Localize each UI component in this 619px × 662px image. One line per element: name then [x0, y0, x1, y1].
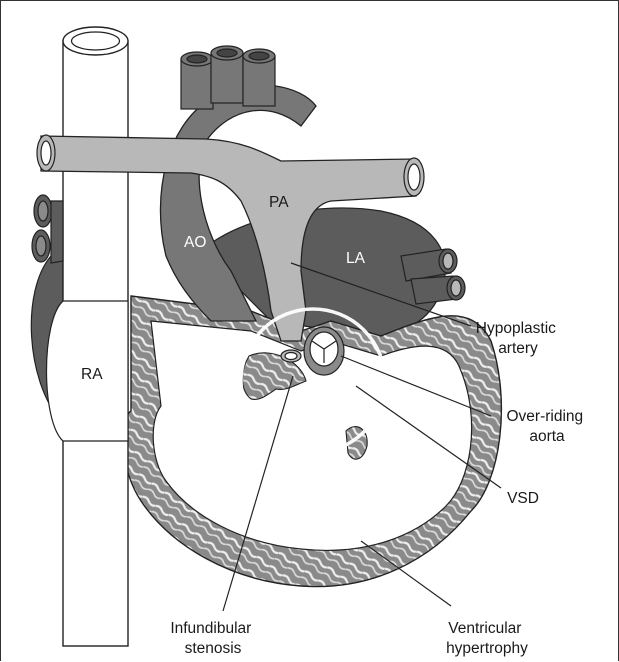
callout-hypoplastic-line2: artery	[498, 340, 538, 357]
callout-infundibular-line2: stenosis	[185, 640, 242, 657]
callout-vsd-line1: VSD	[507, 490, 539, 507]
aortic-branches	[181, 46, 275, 109]
pulmonary-valve	[281, 350, 301, 362]
callout-overriding-aorta: Over-riding aorta	[507, 408, 588, 445]
callout-overriding-line2: aorta	[529, 428, 565, 445]
callout-ventricular-hypertrophy: Ventricular hypertrophy	[446, 620, 528, 657]
label-ra: RA	[81, 366, 103, 383]
aortic-valve	[304, 327, 344, 375]
callout-infundibular-line1: Infundibular	[170, 620, 251, 637]
label-la: LA	[346, 250, 366, 267]
callout-overriding-line1: Over-riding	[507, 408, 584, 425]
label-ao: AO	[184, 234, 206, 251]
callout-ventricular-line1: Ventricular	[448, 620, 521, 637]
label-pa: PA	[269, 194, 289, 211]
callout-hypoplastic-line1: Hypoplastic	[476, 320, 556, 337]
callout-infundibular-stenosis: Infundibular stenosis	[170, 620, 255, 657]
callout-vsd: VSD	[507, 490, 539, 507]
callout-ventricular-line2: hypertrophy	[446, 640, 528, 657]
left-vessels	[32, 195, 63, 263]
